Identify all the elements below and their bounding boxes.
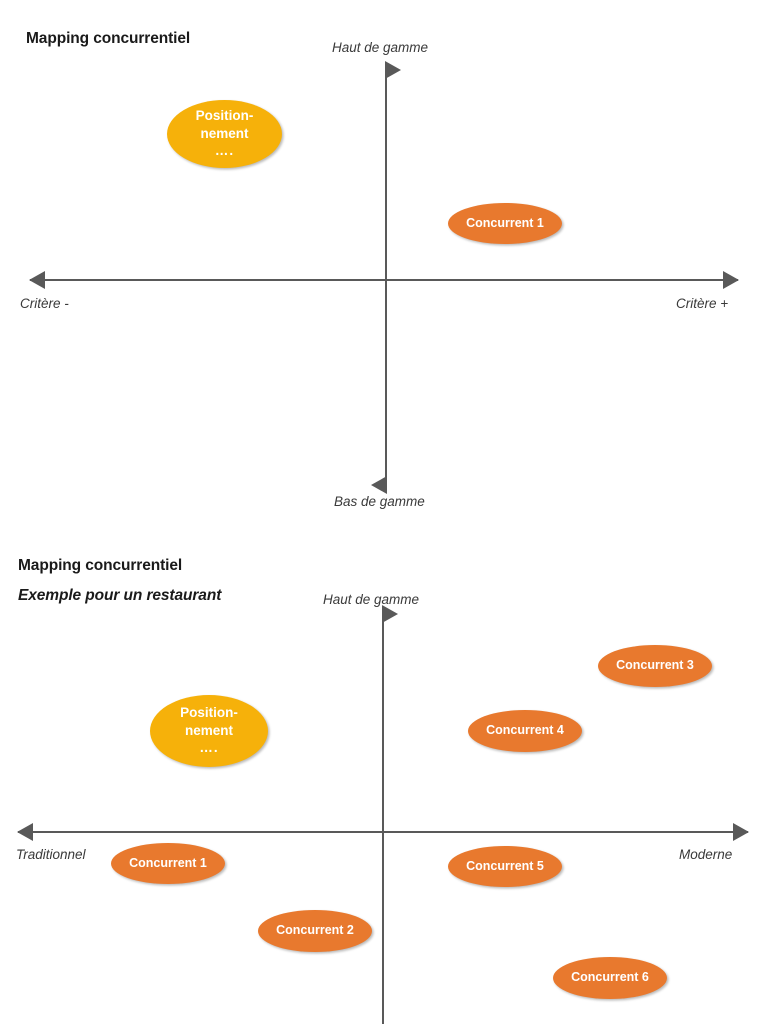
axis-label-moderne: Moderne: [679, 847, 733, 862]
bubble-label-line2: nement: [184, 722, 233, 738]
page-title: Mapping concurrentiel: [26, 30, 191, 47]
page-title-bottom: Mapping concurrentiel: [18, 557, 183, 574]
bubble-label: Concurrent 1: [129, 855, 207, 870]
bubble-label: Position- nement ….: [196, 108, 254, 159]
bubble-label: Concurrent 4: [486, 723, 564, 738]
bubble-label: Concurrent 3: [616, 658, 694, 673]
bubble-label: Concurrent 5: [466, 858, 544, 873]
axis-label-haut-de-gamme-bottom: Haut de gamme: [323, 592, 420, 607]
bubble-label-line3: ….: [214, 143, 235, 159]
axis-label-critere-moins: Critère -: [20, 296, 69, 311]
axis-label-traditionnel: Traditionnel: [16, 847, 86, 862]
bubble-concurrent-3[interactable]: Concurrent 3: [598, 645, 712, 687]
bubble-label-line2: nement: [200, 125, 249, 141]
bubble-concurrent-1-top[interactable]: Concurrent 1: [448, 203, 562, 244]
bubble-concurrent-5[interactable]: Concurrent 5: [448, 846, 562, 887]
bubble-label: Concurrent 1: [466, 215, 544, 230]
bubble-label: Concurrent 2: [276, 923, 354, 938]
bubble-label-line1: Position-: [180, 705, 238, 721]
mapping-chart-bottom: Mapping concurrentiel Exemple pour un re…: [0, 530, 768, 1024]
bubble-label-line3: ….: [199, 740, 219, 756]
mapping-chart-top: Mapping concurrentiel Haut de gamme Bas …: [20, 30, 739, 509]
axis-label-bas-de-gamme-top: Bas de gamme: [334, 494, 425, 509]
bubble-concurrent-1-bottom[interactable]: Concurrent 1: [111, 843, 225, 884]
bubble-positionnement-bottom[interactable]: Position- nement ….: [150, 695, 268, 767]
bubble-concurrent-6[interactable]: Concurrent 6: [553, 957, 667, 999]
bubble-concurrent-4[interactable]: Concurrent 4: [468, 710, 582, 752]
page-subtitle-bottom: Exemple pour un restaurant: [18, 587, 222, 604]
bubble-label: Concurrent 6: [571, 970, 649, 985]
axis-lines-bottom: [17, 605, 749, 1024]
bubble-concurrent-2[interactable]: Concurrent 2: [258, 910, 372, 952]
axis-label-haut-de-gamme-top: Haut de gamme: [332, 40, 429, 55]
bubble-label-line1: Position-: [195, 108, 254, 124]
bubble-label: Position- nement ….: [180, 705, 238, 756]
axis-label-critere-plus: Critère +: [676, 296, 729, 311]
axis-lines-top: [29, 61, 739, 494]
bubble-positionnement-top[interactable]: Position- nement ….: [167, 100, 282, 168]
